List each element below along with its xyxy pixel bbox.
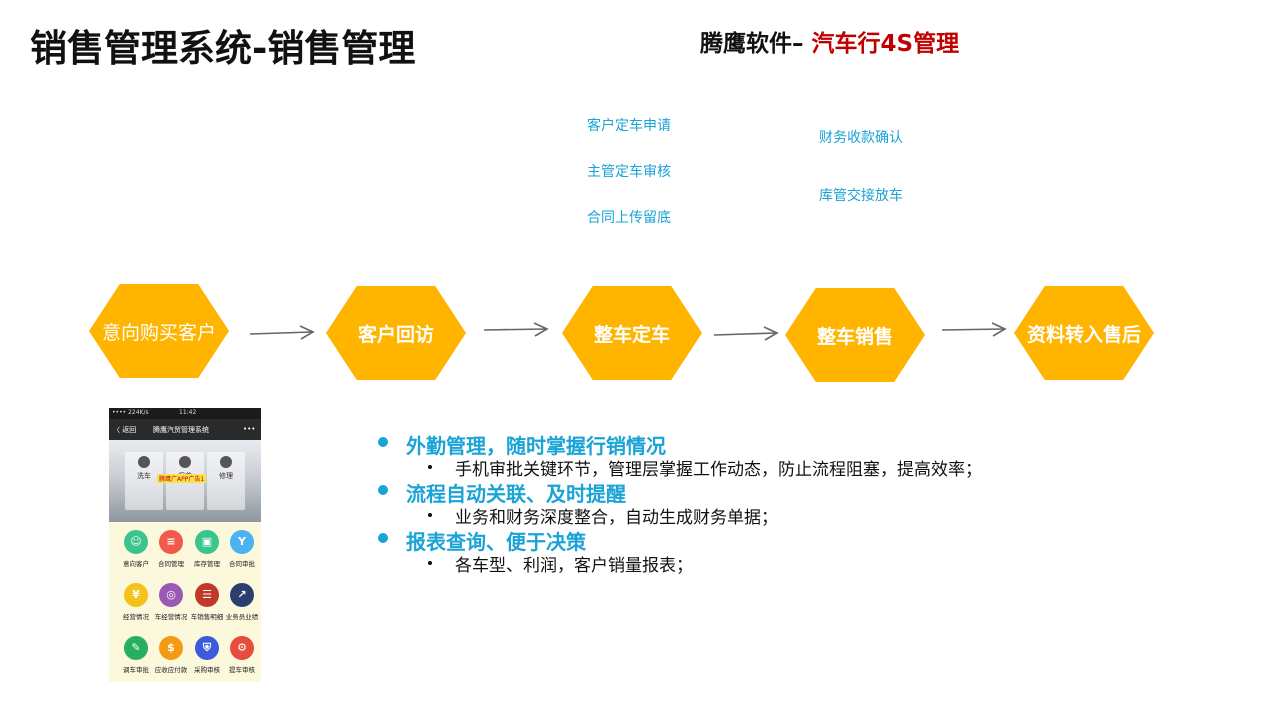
note-finance-confirm: 财务收款确认 [819, 130, 903, 146]
app-label: 车经营情况 [154, 613, 188, 621]
brand-line: 腾鹰软件– 汽车行4S管理 [700, 24, 959, 58]
flow-step-customer-followup: 客户回访 [326, 286, 466, 380]
app-icon: ↗ [230, 583, 254, 607]
note-customer-order: 客户定车申请 [587, 118, 671, 134]
flow-step-car-order: 整车定车 [562, 286, 702, 380]
repair-icon [220, 456, 232, 468]
app-label: 车销售明细 [190, 613, 224, 621]
app-icon: ⛨ [195, 636, 219, 660]
app-label: 提车审核 [229, 666, 255, 674]
app-icon: ¥ [124, 583, 148, 607]
app-label: 意向客户 [123, 560, 149, 568]
app-label: 业务员业绩 [225, 613, 259, 621]
bullet-dot [378, 533, 388, 543]
flow-arrow-icon [941, 322, 1007, 337]
phone-app-5[interactable]: ◎ 车经营情况 [153, 583, 189, 621]
app-icon: ⚙ [230, 636, 254, 660]
flow-step-car-sale: 整车销售 [785, 288, 925, 382]
phone-app-title: 腾鹰汽贸管理系统 [153, 426, 209, 434]
app-label: 应收应付款 [154, 666, 188, 674]
banner-card-wash[interactable]: 洗车 [125, 452, 163, 510]
app-label: 合同管理 [158, 560, 184, 568]
note-contract-upload: 合同上传留底 [587, 210, 671, 226]
maintenance-icon [179, 456, 191, 468]
brand-name: 腾鹰软件– [700, 31, 812, 57]
app-icon: Y [230, 530, 254, 554]
phone-back-button[interactable]: 〈 返回 [113, 426, 137, 434]
app-icon: ◎ [159, 583, 183, 607]
bullet-heading-field-management: 外勤管理，随时掌握行销情况 [406, 434, 666, 458]
phone-app-3[interactable]: Y 合同审批 [224, 530, 260, 568]
bullet-sub-reports: 各车型、利润，客户销量报表； [455, 556, 693, 576]
phone-screenshot: •••• 224K/s 11:42 〈 返回 腾鹰汽贸管理系统 ••• 洗车 保… [109, 408, 261, 682]
sub-bullet-dot [428, 465, 432, 469]
sub-bullet-dot [428, 561, 432, 565]
app-label: 经营情况 [123, 613, 149, 621]
phone-app-2[interactable]: ▣ 库存管理 [189, 530, 225, 568]
bullet-sub-field-management: 手机审批关键环节，管理层掌握工作动态，防止流程阻塞，提高效率； [455, 460, 982, 480]
app-icon: ✎ [124, 636, 148, 660]
phone-app-4[interactable]: ¥ 经营情况 [118, 583, 154, 621]
flow-arrow-icon [713, 326, 779, 341]
flow-arrow-icon [483, 322, 549, 337]
app-label: 采购审核 [194, 666, 220, 674]
brand-highlight: 汽车行4S管理 [811, 31, 960, 57]
app-label: 库存管理 [194, 560, 220, 568]
flow-step-aftersales: 资料转入售后 [1014, 286, 1154, 380]
app-icon: ☰ [195, 583, 219, 607]
phone-app-6[interactable]: ☰ 车销售明细 [189, 583, 225, 621]
phone-app-11[interactable]: ⚙ 提车审核 [224, 636, 260, 674]
phone-time: 11:42 [179, 409, 197, 416]
note-manager-review: 主管定车审核 [587, 164, 671, 180]
app-icon: ≡ [159, 530, 183, 554]
bullet-dot [378, 437, 388, 447]
wash-icon [138, 456, 150, 468]
phone-status-bar: •••• 224K/s 11:42 [109, 408, 261, 419]
phone-app-8[interactable]: ✎ 调车审批 [118, 636, 154, 674]
flow-step-intent-customer: 意向购买客户 [89, 284, 229, 378]
phone-nav-bar: 〈 返回 腾鹰汽贸管理系统 ••• [109, 419, 261, 440]
phone-app-1[interactable]: ≡ 合同管理 [153, 530, 189, 568]
phone-app-10[interactable]: ⛨ 采购审核 [189, 636, 225, 674]
bullet-heading-process-linking: 流程自动关联、及时提醒 [406, 482, 626, 506]
phone-signal: •••• 224K/s [112, 409, 149, 416]
app-icon: ☺ [124, 530, 148, 554]
phone-app-7[interactable]: ↗ 业务员业绩 [224, 583, 260, 621]
phone-app-9[interactable]: $ 应收应付款 [153, 636, 189, 674]
bullet-heading-reports: 报表查询、便于决策 [406, 530, 586, 554]
phone-more-button[interactable]: ••• [243, 425, 256, 433]
sub-bullet-dot [428, 513, 432, 517]
note-stock-release: 库管交接放车 [819, 188, 903, 204]
banner-ad: 腾鹰广APP广告1 [157, 474, 207, 483]
page-title: 销售管理系统-销售管理 [30, 27, 416, 70]
app-label: 调车审批 [123, 666, 149, 674]
app-icon: $ [159, 636, 183, 660]
bullet-dot [378, 485, 388, 495]
phone-banner: 洗车 保养 修理 腾鹰广APP广告1 [109, 440, 261, 522]
app-label: 合同审批 [229, 560, 255, 568]
flow-arrow-icon [249, 325, 315, 340]
banner-card-repair[interactable]: 修理 [207, 452, 245, 510]
bullet-sub-process-linking: 业务和财务深度整合，自动生成财务单据； [455, 508, 778, 528]
app-icon: ▣ [195, 530, 219, 554]
phone-app-0[interactable]: ☺ 意向客户 [118, 530, 154, 568]
